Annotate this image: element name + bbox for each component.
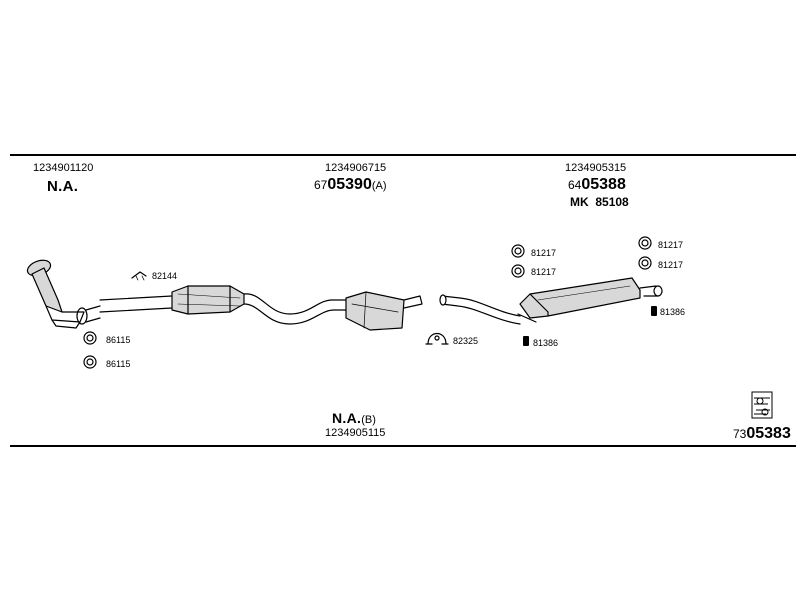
connecting-pipe <box>439 294 521 325</box>
middle-muffler-icon <box>345 291 423 331</box>
callout-86115-b: 86115 <box>106 359 131 369</box>
rubber-hanger-icon <box>523 306 657 346</box>
callout-81217-d: 81217 <box>658 260 684 270</box>
gasket-ring-icon <box>83 236 652 369</box>
part-prefix: 73 <box>733 427 747 441</box>
header-left-code: 1234901120 <box>33 162 94 174</box>
callout-81217-a: 81217 <box>531 248 557 258</box>
part-main: 05383 <box>746 425 791 442</box>
callout-81386-a: 81386 <box>533 338 559 348</box>
header-center-part-number: 6705390(A) <box>314 177 387 193</box>
catalytic-converter-icon <box>99 285 245 315</box>
bottom-center-label: N.A.(B) <box>332 411 376 427</box>
clamp-icon <box>131 271 449 345</box>
bottom-center-code: 1234905115 <box>325 427 386 439</box>
part-main: 05390 <box>327 176 372 193</box>
header-right-part-number: 6405388 <box>568 177 626 193</box>
part-main: 05388 <box>581 176 626 193</box>
callout-82144: 82144 <box>152 271 178 281</box>
callout-81217-b: 81217 <box>531 267 557 277</box>
header-right-mk: MK 85108 <box>570 196 629 208</box>
exhaust-legend-icon <box>751 391 773 419</box>
callout-81217-c: 81217 <box>658 240 684 250</box>
part-prefix: 67 <box>314 178 328 192</box>
part-suffix: (A) <box>371 180 387 192</box>
callout-81386-b: 81386 <box>660 307 686 317</box>
bottom-center-name: N.A. <box>332 410 362 426</box>
intermediate-pipe <box>243 293 349 325</box>
header-center-code: 1234906715 <box>325 162 387 174</box>
header-left-name: N.A. <box>47 178 79 195</box>
callout-86115-a: 86115 <box>106 335 131 345</box>
top-rule <box>10 154 796 156</box>
mk-value: 85108 <box>595 195 629 209</box>
bottom-rule <box>10 445 796 447</box>
bottom-right-part-number: 7305383 <box>733 426 791 442</box>
callout-82325: 82325 <box>453 336 479 346</box>
header-right-code: 1234905315 <box>565 162 627 174</box>
bottom-center-suffix: (B) <box>361 414 376 426</box>
front-pipe-icon <box>26 259 101 329</box>
mk-label: MK <box>570 195 589 209</box>
rear-muffler-icon <box>517 277 663 323</box>
part-prefix: 64 <box>568 178 582 192</box>
